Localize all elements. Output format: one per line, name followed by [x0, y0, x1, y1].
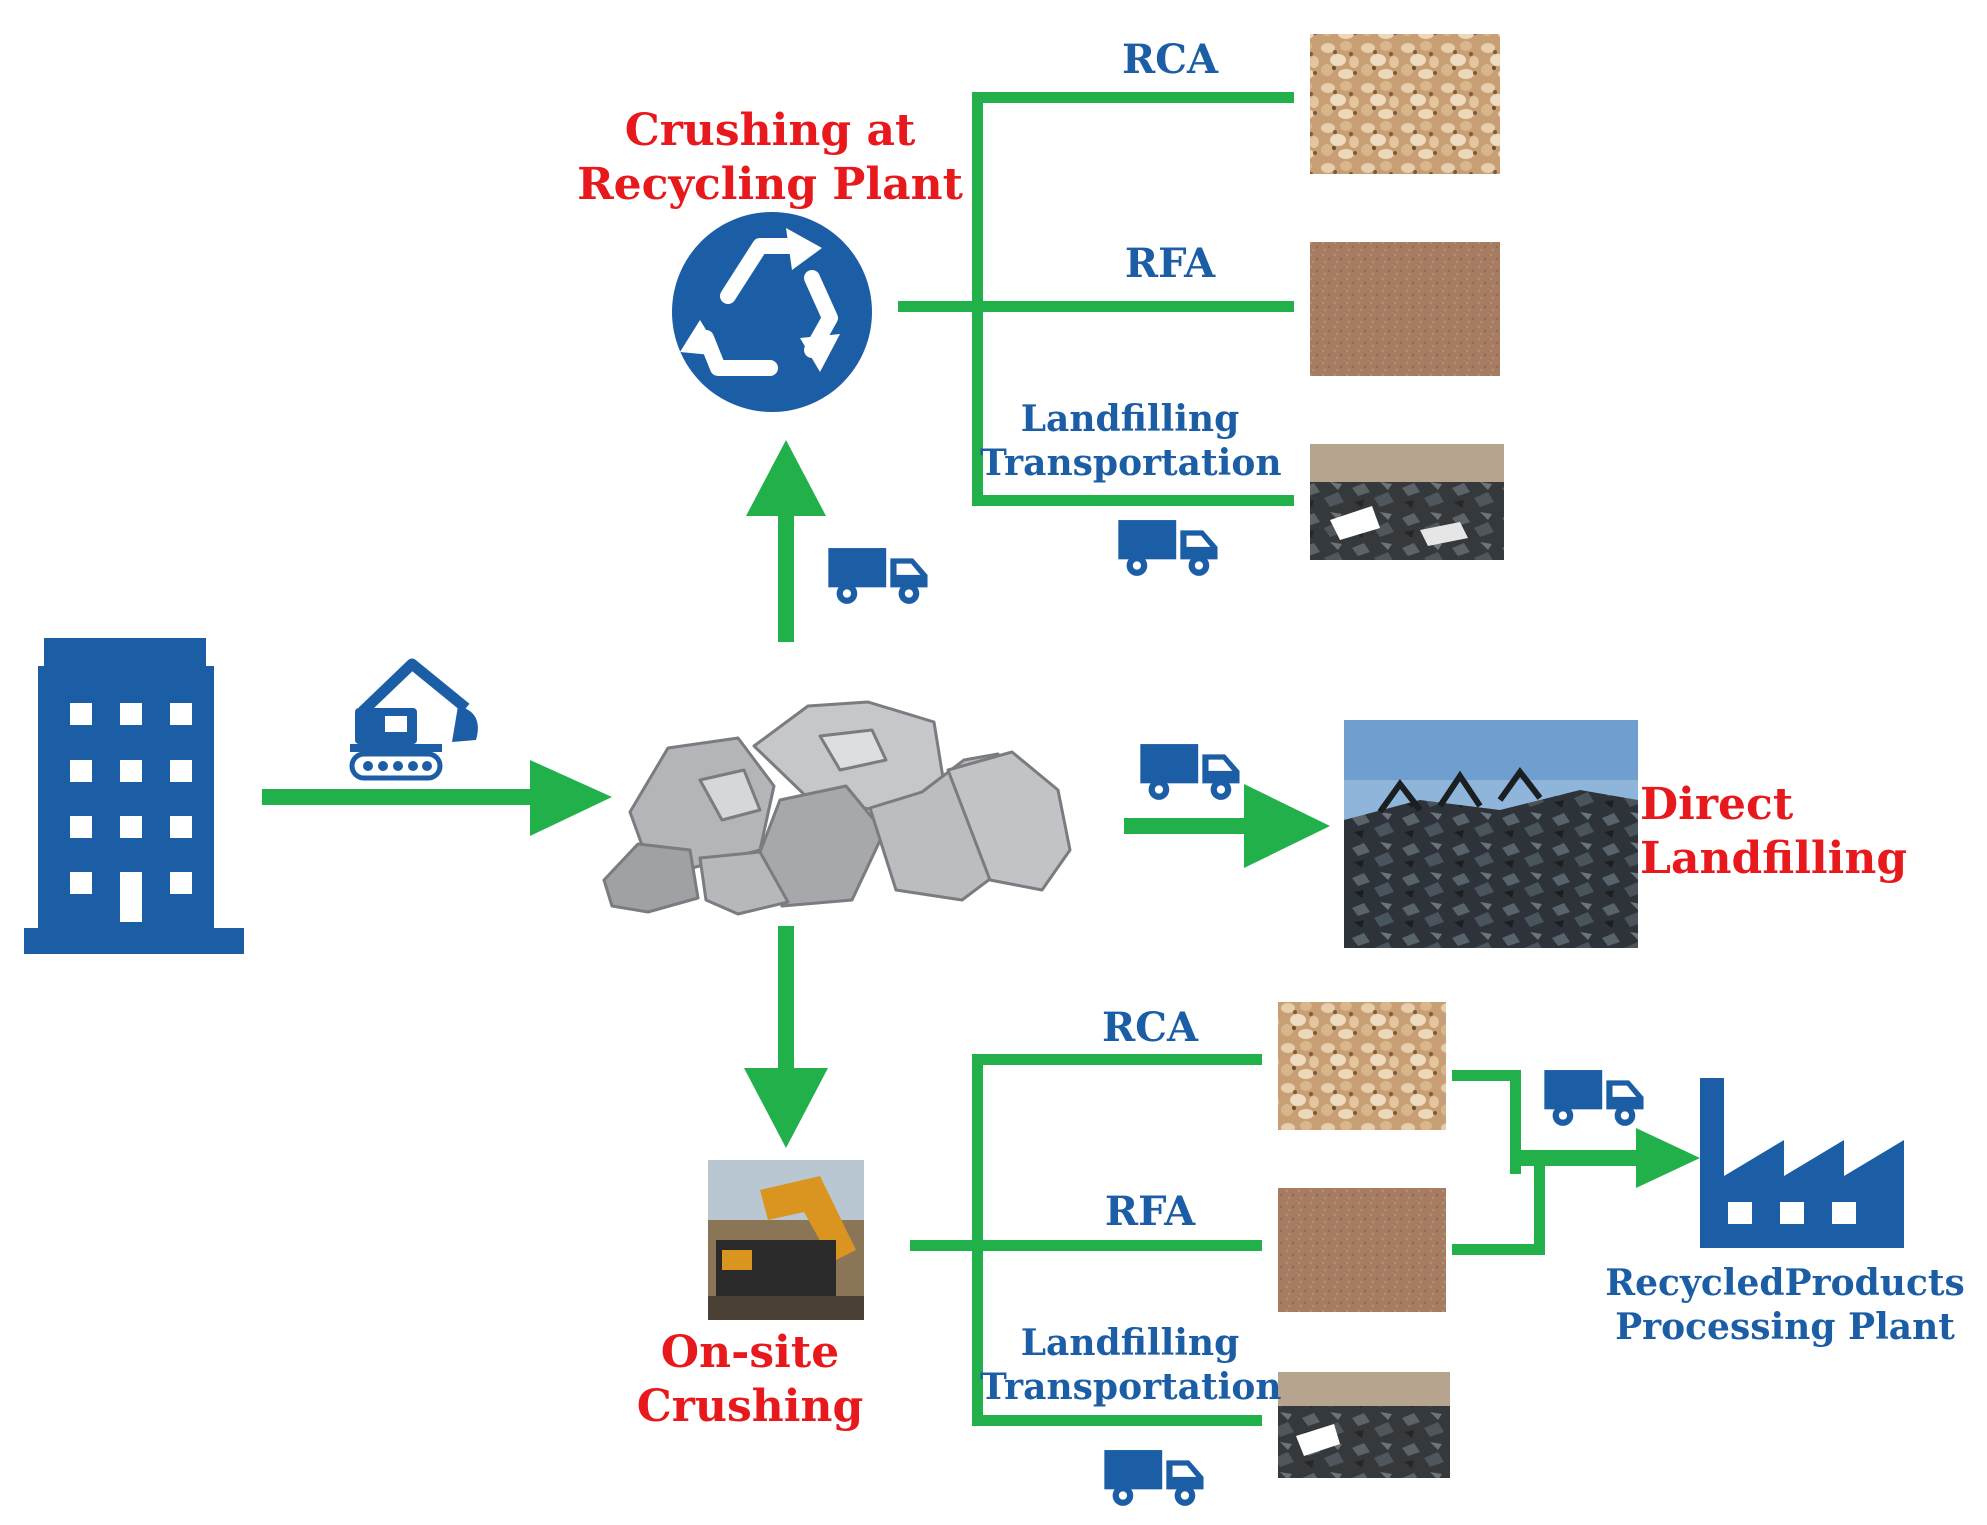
- arrow-debris-to-onsite-crushing: [744, 926, 828, 1148]
- processing-plant-label-line2: Processing Plant: [1615, 1305, 1955, 1348]
- rfa-image-bottom: [1278, 1188, 1446, 1312]
- rca-label-bottom: RCA: [1101, 1004, 1199, 1051]
- arrow-debris-to-direct-landfilling: [1124, 784, 1330, 868]
- landfill-transport-label-top: Landfilling Transportation: [980, 398, 1282, 486]
- truck-icon: [1118, 520, 1218, 576]
- factory-icon: [1700, 1078, 1904, 1248]
- truck-icon: [1544, 1070, 1644, 1126]
- landfill-transport-label-bottom: Landfilling Transportation: [980, 1322, 1282, 1410]
- arrow-debris-to-recycling-plant: [746, 440, 826, 642]
- rfa-label-bottom: RFA: [1104, 1188, 1196, 1235]
- crusher-machine-icon: [708, 1160, 864, 1320]
- rfa-image-top: [1310, 242, 1500, 376]
- onsite-crushing-label: On-site Crushing: [636, 1327, 864, 1432]
- direct-landfilling-label-line1: Direct: [1640, 779, 1794, 830]
- processing-plant-label: RecycledProducts Processing Plant: [1590, 1262, 1980, 1350]
- landfill-transport-label-top-line2: Transportation: [980, 441, 1282, 484]
- recycle-icon: [672, 212, 872, 412]
- truck-icon: [1104, 1450, 1204, 1506]
- debris-rocks-icon: [602, 700, 1072, 916]
- recycling-plant-label-line2: Recycling Plant: [577, 158, 963, 210]
- processing-plant-label-line1: RecycledProducts: [1605, 1262, 1965, 1304]
- rca-label-top: RCA: [1121, 36, 1219, 83]
- building-icon: [24, 638, 244, 954]
- direct-landfilling-label: Direct Landfilling: [1640, 778, 1940, 885]
- onsite-crushing-output-tree: [910, 1054, 1262, 1426]
- landfill-transport-image-bottom: [1278, 1372, 1450, 1478]
- direct-landfilling-image: [1344, 720, 1638, 948]
- recycling-plant-label-line1: Crushing at: [624, 105, 916, 156]
- direct-landfilling-label-line2: Landfilling: [1640, 832, 1908, 884]
- flow-to-processing-plant: [1452, 1070, 1700, 1255]
- landfill-transport-label-bottom-line2: Transportation: [980, 1365, 1282, 1408]
- rca-image-bottom: [1278, 1002, 1446, 1130]
- rca-image-top: [1310, 34, 1500, 174]
- rfa-label-top: RFA: [1124, 240, 1216, 287]
- recycling-plant-output-tree: [898, 92, 1294, 506]
- landfill-transport-image-top: [1310, 444, 1504, 560]
- landfill-transport-label-bottom-line1: Landfilling: [1020, 1322, 1240, 1364]
- truck-icon: [1140, 744, 1240, 800]
- landfill-transport-label-top-line1: Landfilling: [1020, 398, 1240, 440]
- recycling-plant-label: Crushing at Recycling Plant: [560, 104, 980, 211]
- truck-icon: [828, 548, 928, 604]
- arrow-building-to-debris: [262, 760, 612, 836]
- excavator-icon: [349, 658, 478, 781]
